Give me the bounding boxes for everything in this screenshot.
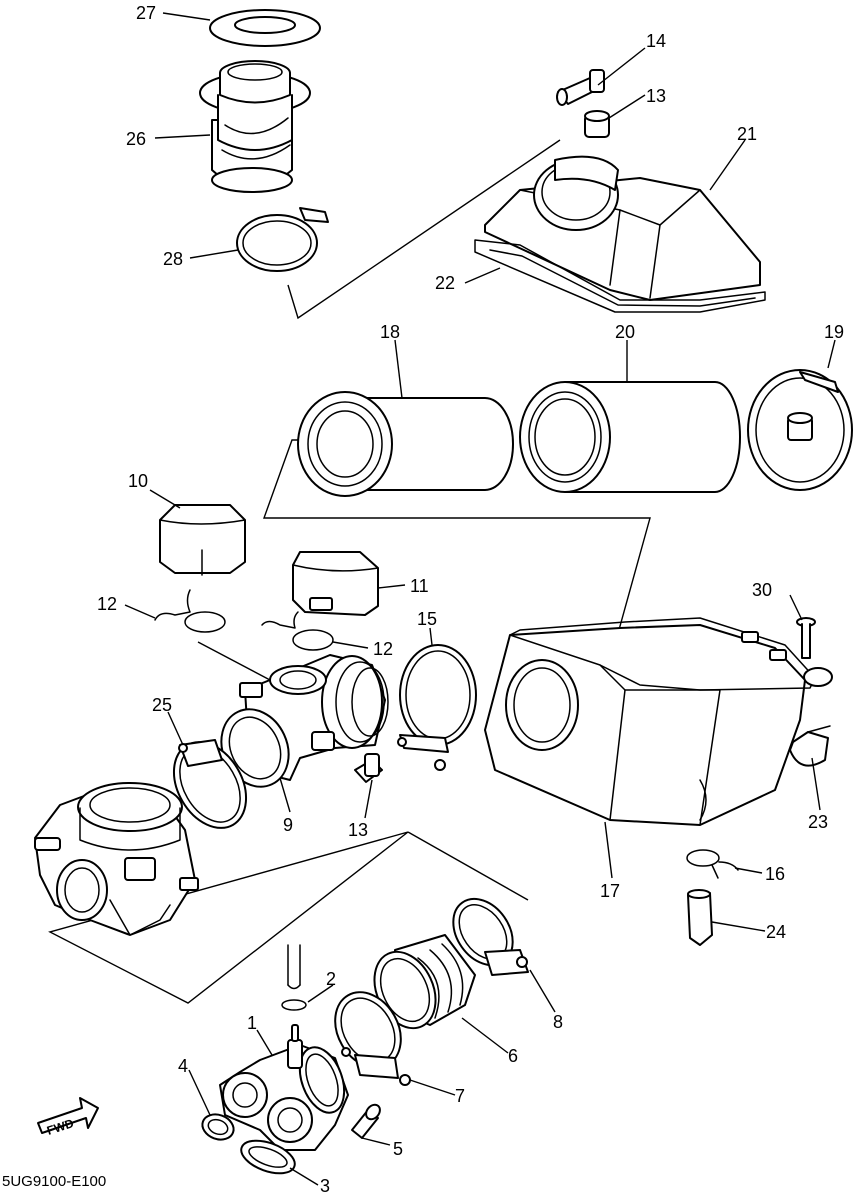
part-27-funnel (199, 60, 311, 193)
callout-21: 20 (615, 322, 635, 342)
part-26-clamp (172, 739, 248, 829)
part-21-filter (519, 381, 741, 493)
part-1-manifold (219, 1024, 349, 1151)
part-13-fitting (354, 753, 383, 783)
part-25-drain-tube (687, 889, 713, 946)
forward-direction-arrow (37, 1097, 99, 1134)
callout-7: 7 (455, 1086, 465, 1106)
part-16-clamp (397, 644, 477, 771)
callout-labels: 27 26 28 14 13 21 22 18 20 19 10 11 12 1… (97, 3, 844, 1192)
callout-5: 5 (393, 1139, 403, 1159)
callout-24: 23 (808, 812, 828, 832)
callout-17: 16 (765, 864, 785, 884)
part-6-boot (373, 934, 476, 1030)
part-15-elbow-fitting (556, 69, 605, 106)
callout-12-left: 12 (97, 594, 117, 614)
callout-14: 13 (646, 86, 666, 106)
callout-1: 1 (247, 1013, 257, 1033)
callout-26: 25 (152, 695, 172, 715)
part-8-clamp (452, 897, 529, 976)
callout-13: 13 (348, 820, 368, 840)
part-3-gasket (240, 1139, 296, 1175)
callout-16: 15 (417, 609, 437, 629)
callout-18: 17 (600, 881, 620, 901)
part-14-grommet (584, 110, 610, 138)
part-22-cover (484, 155, 761, 301)
callout-4: 4 (178, 1056, 188, 1076)
callout-10: 10 (128, 471, 148, 491)
part-12-clip-right (261, 611, 334, 651)
callout-12-right: 12 (373, 639, 393, 659)
callout-29: 28 (163, 249, 183, 269)
callout-19: 18 (380, 322, 400, 342)
part-12-clip-left (154, 589, 226, 633)
callout-30: 30 (752, 580, 772, 600)
part-19-filter (297, 391, 514, 497)
drawing-code: 5UG9100-E100 (2, 1173, 106, 1190)
callout-23: 22 (435, 273, 455, 293)
callout-8: 8 (553, 1012, 563, 1032)
callout-3: 3 (320, 1176, 330, 1192)
part-7-clamp (334, 991, 411, 1086)
part-10-cap (159, 504, 246, 576)
part-17-clip (686, 849, 739, 879)
leader-lines (124, 12, 836, 1186)
part-18-air-box (484, 617, 816, 826)
part-5-bolt (351, 1103, 381, 1139)
callout-9: 9 (283, 815, 293, 835)
part-23-seal (474, 239, 766, 313)
callout-28: 27 (136, 3, 156, 23)
part-20-end-cap (747, 369, 853, 491)
part-4-o-ring (201, 1113, 235, 1141)
part-11-cap (292, 551, 379, 616)
part-30-screw (796, 617, 833, 687)
callout-27: 26 (126, 129, 146, 149)
carburetor (34, 782, 199, 936)
part-28-gasket (209, 9, 321, 47)
callout-11: 11 (410, 576, 429, 596)
callout-22: 21 (737, 124, 757, 144)
callout-15: 14 (646, 31, 666, 51)
callout-6: 6 (508, 1046, 518, 1066)
callout-25: 24 (766, 922, 786, 942)
callout-20: 19 (824, 322, 844, 342)
part-2-clip (281, 944, 307, 1011)
callout-2: 2 (326, 969, 336, 989)
part-29-clamp (236, 207, 329, 272)
part-9-joint (220, 654, 389, 788)
